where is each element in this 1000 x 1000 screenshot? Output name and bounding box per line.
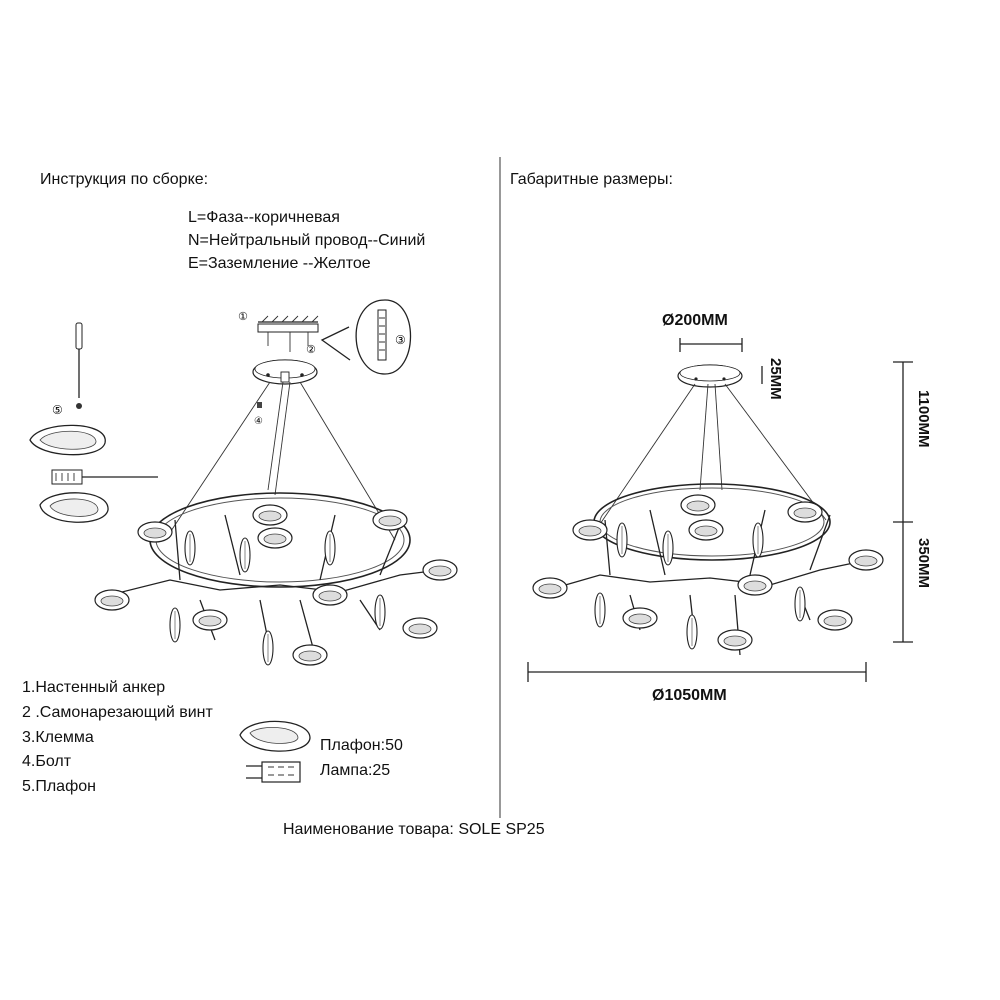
dimension-lines — [527, 338, 913, 682]
wiring-line-phase: L=Фаза--коричневая — [188, 209, 340, 226]
shade-icon — [239, 720, 311, 752]
chandelier-left — [94, 381, 458, 666]
callout-4: ④ — [254, 416, 263, 427]
assembly-heading: Инструкция по сборке: — [40, 171, 209, 188]
wiring-line-ground: E=Заземление --Желтое — [188, 255, 371, 272]
shade-quantity: Плафон:50 — [320, 737, 403, 754]
part-item-shade: 5.Плафон — [22, 778, 96, 795]
dimensions-heading: Габаритные размеры: — [510, 171, 673, 188]
part-item-bolt: 4.Болт — [22, 753, 72, 770]
shade-assembly-detail: ⑤ — [29, 322, 158, 523]
part-item-terminal: 3.Клемма — [22, 729, 94, 746]
part-item-wall-anchor: 1.Настенный анкер — [22, 679, 166, 696]
part-item-self-tapping-screw: 2 .Самонарезающий винт — [22, 704, 213, 721]
callout-1: ① — [238, 310, 248, 323]
callout-2: ② — [306, 343, 316, 356]
product-name: Наименование товара: SOLE SP25 — [283, 821, 545, 838]
ceiling-mount-detail: ① ② ④ — [238, 310, 319, 427]
lamp-quantity: Лампа:25 — [320, 762, 391, 779]
chandelier-right — [532, 364, 884, 656]
ring-diameter-label: Ø1050MM — [652, 687, 727, 704]
callout-5: ⑤ — [52, 403, 63, 417]
canopy-diameter-label: Ø200MM — [662, 312, 728, 329]
lamp-icon — [246, 761, 301, 783]
callout-3: ③ — [395, 333, 406, 347]
wiring-line-neutral: N=Нейтральный провод--Синий — [188, 232, 426, 249]
terminal-detail: ③ — [320, 299, 412, 375]
